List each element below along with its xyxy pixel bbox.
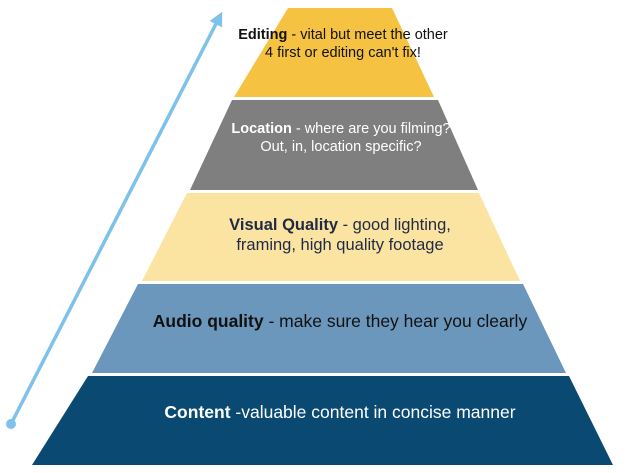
tier-editing-description: - vital but meet the other 4 first or ed… bbox=[265, 27, 448, 61]
tier-location-shape bbox=[190, 100, 478, 190]
tier-content-shape bbox=[32, 376, 613, 465]
tier-visual-quality-heading: Visual Quality bbox=[229, 216, 338, 234]
arrow-tail-dot bbox=[6, 419, 16, 429]
tier-content-label: Content -valuable content in concise man… bbox=[120, 402, 560, 423]
tier-visual-quality-label: Visual Quality - good lighting, framing,… bbox=[200, 215, 480, 255]
tier-location-heading: Location bbox=[231, 121, 292, 137]
tier-location-description: - where are you filming? Out, in, locati… bbox=[260, 121, 451, 155]
tier-location-label: Location - where are you filming? Out, i… bbox=[228, 121, 454, 156]
tier-content-description: -valuable content in concise manner bbox=[230, 402, 516, 422]
tier-content-heading: Content bbox=[164, 402, 231, 422]
tier-visual-quality-description: - good lighting, framing, high quality f… bbox=[236, 216, 451, 255]
tier-editing-heading: Editing bbox=[238, 27, 288, 43]
tier-audio-quality-heading: Audio quality bbox=[152, 311, 264, 331]
tier-editing-label: Editing - vital but meet the other 4 fir… bbox=[236, 27, 450, 62]
tier-audio-quality-description: - make sure they hear you clearly bbox=[263, 311, 528, 331]
tier-editing-shape bbox=[234, 8, 434, 97]
tier-audio-quality-label: Audio quality - make sure they hear you … bbox=[140, 311, 540, 332]
progress-arrow bbox=[9, 11, 223, 426]
tier-audio-quality-shape bbox=[92, 284, 566, 373]
tier-visual-quality-shape bbox=[142, 193, 520, 281]
